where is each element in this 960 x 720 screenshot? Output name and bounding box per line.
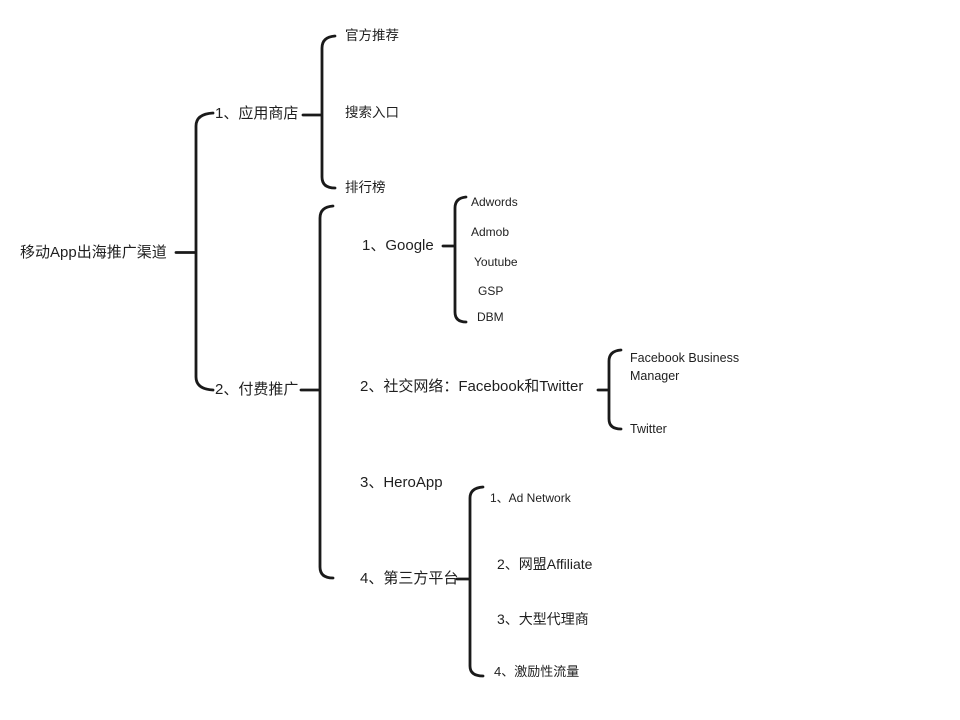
node-affiliate: 2、网盟Affiliate — [497, 556, 593, 572]
node-google: 1、Google — [362, 237, 434, 254]
node-heroapp: 3、HeroApp — [360, 474, 443, 491]
brace-appstore-children — [301, 34, 337, 190]
node-official-recommend: 官方推荐 — [345, 28, 399, 43]
brace-social-children — [596, 348, 623, 431]
node-search-entrance: 搜索入口 — [345, 105, 399, 120]
node-ranking-list: 排行榜 — [345, 180, 386, 195]
node-adwords: Adwords — [471, 195, 518, 209]
node-ad-network: 1、Ad Network — [490, 491, 571, 505]
node-large-agency: 3、大型代理商 — [497, 611, 589, 627]
node-incentive-traffic: 4、激励性流量 — [494, 664, 580, 679]
node-app-store: 1、应用商店 — [215, 105, 299, 122]
node-youtube: Youtube — [474, 255, 518, 269]
node-admob: Admob — [471, 225, 510, 239]
node-facebook-business-manager: Facebook Business Manager — [630, 351, 740, 384]
brace-google-children — [441, 195, 468, 324]
node-root: 移动App出海推广渠道 — [20, 244, 167, 261]
brace-thirdparty-children — [455, 485, 485, 678]
node-twitter: Twitter — [630, 422, 667, 436]
brace-paid-children — [299, 204, 335, 580]
node-gsp: GSP — [478, 284, 504, 298]
node-social-network: 2、社交网络：Facebook和Twitter — [360, 378, 584, 395]
node-paid-promotion: 2、付费推广 — [215, 381, 299, 398]
node-dbm: DBM — [477, 310, 504, 324]
brace-root-children — [174, 111, 215, 392]
node-third-party-platform: 4、第三方平台 — [360, 570, 459, 587]
